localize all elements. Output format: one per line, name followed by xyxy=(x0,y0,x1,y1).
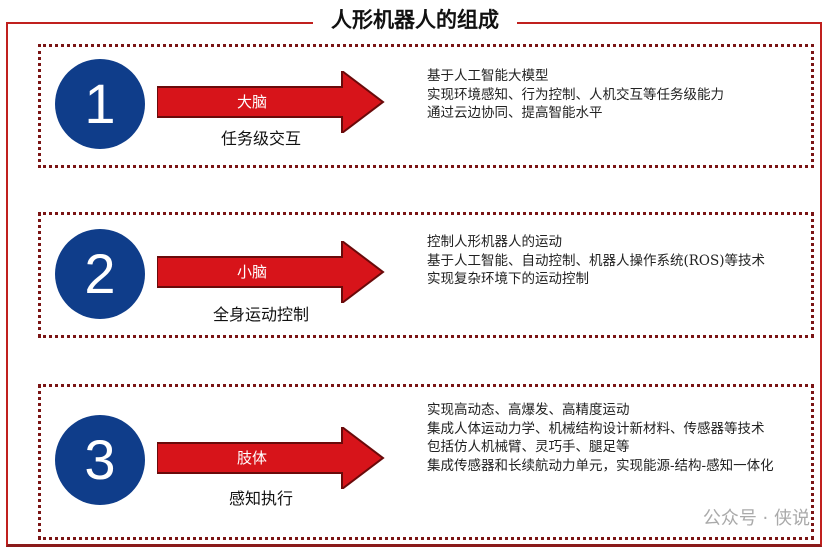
arrow-icon xyxy=(157,71,385,133)
section-1: 1 大脑 任务级交互 基于人工智能大模型 实现环境感知、行为控制、人机交互等任务… xyxy=(38,44,814,168)
arrow-label: 大脑 xyxy=(236,93,267,111)
desc-line: 包括仿人机械臂、灵巧手、腿足等 xyxy=(427,439,630,455)
section-description: 基于人工智能大模型 实现环境感知、行为控制、人机交互等任务级能力 通过云边协同、… xyxy=(427,67,787,123)
desc-line: 集成人体运动力学、机械结构设计新材料、传感器等技术 xyxy=(427,420,765,437)
desc-line: 基于人工智能、自动控制、机器人操作系统(ROS)等技术 xyxy=(427,252,766,269)
number-badge: 1 xyxy=(55,59,145,149)
desc-line: 实现高动态、高爆发、高精度运动 xyxy=(427,402,630,418)
desc-line: 通过云边协同、提高智能水平 xyxy=(427,105,603,121)
desc-line: 基于人工智能大模型 xyxy=(427,68,549,84)
desc-line: 控制人形机器人的运动 xyxy=(427,234,562,250)
desc-line: 实现复杂环境下的运动控制 xyxy=(427,271,589,287)
section-description: 控制人形机器人的运动 基于人工智能、自动控制、机器人操作系统(ROS)等技术 实… xyxy=(427,233,787,289)
page-title: 人形机器人的组成 xyxy=(313,8,517,32)
section-subtitle: 感知执行 xyxy=(228,489,293,508)
desc-line: 实现环境感知、行为控制、人机交互等任务级能力 xyxy=(427,86,724,103)
section-description: 实现高动态、高爆发、高精度运动 集成人体运动力学、机械结构设计新材料、传感器等技… xyxy=(427,401,787,475)
number-badge: 3 xyxy=(55,415,145,505)
arrow-icon xyxy=(157,427,385,489)
number-badge: 2 xyxy=(55,229,145,319)
section-subtitle: 全身运动控制 xyxy=(212,305,309,324)
section-subtitle: 任务级交互 xyxy=(220,129,301,148)
arrow-icon xyxy=(157,241,385,303)
desc-line: 集成传感器和长续航动力单元，实现能源-结构-感知一体化 xyxy=(427,457,774,474)
arrow-label: 小脑 xyxy=(236,263,267,281)
section-3: 3 肢体 感知执行 实现高动态、高爆发、高精度运动 集成人体运动力学、机械结构设… xyxy=(38,384,814,540)
arrow-label: 肢体 xyxy=(236,449,267,467)
title-bar: 人形机器人的组成 xyxy=(0,4,830,34)
section-2: 2 小脑 全身运动控制 控制人形机器人的运动 基于人工智能、自动控制、机器人操作… xyxy=(38,212,814,338)
watermark: 公众号 · 侠说 xyxy=(702,508,810,529)
